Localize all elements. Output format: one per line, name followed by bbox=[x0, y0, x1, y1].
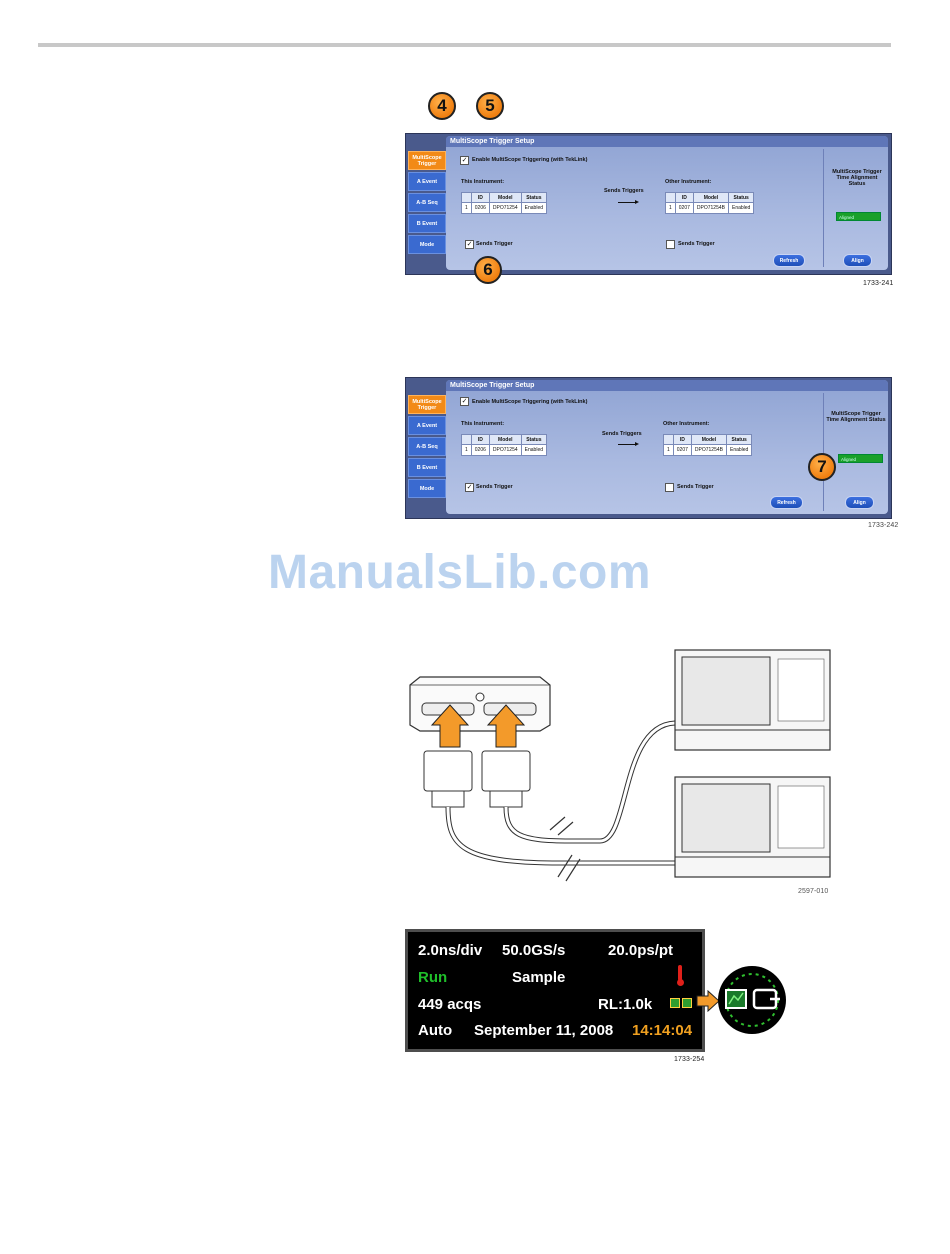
right-arrow-icon bbox=[618, 442, 639, 446]
align-button[interactable]: Align bbox=[843, 254, 872, 267]
tab-multiscope-trigger[interactable]: MultiScope Trigger bbox=[408, 395, 446, 414]
panel-title: MultiScope Trigger Setup bbox=[446, 136, 888, 147]
sends-trigger-checkbox-right[interactable] bbox=[666, 240, 675, 249]
sends-trigger-label-left: Sends Trigger bbox=[476, 241, 513, 247]
tab-a-event[interactable]: A Event bbox=[408, 172, 446, 191]
sample-rate: 50.0GS/s bbox=[502, 942, 566, 959]
refresh-button[interactable]: Refresh bbox=[770, 496, 803, 509]
diagram-id: 2597-010 bbox=[798, 888, 829, 895]
sends-trigger-checkbox-left[interactable]: ✓ bbox=[465, 483, 474, 492]
col-model: Model bbox=[488, 192, 522, 203]
sends-triggers-label: Sends Triggers bbox=[602, 431, 642, 437]
sends-trigger-label-right: Sends Trigger bbox=[678, 241, 715, 247]
tab-mode[interactable]: Mode bbox=[408, 235, 446, 254]
align-button[interactable]: Align bbox=[845, 496, 874, 509]
sends-trigger-checkbox-right[interactable] bbox=[665, 483, 674, 492]
oscilloscope-illustration bbox=[674, 776, 831, 878]
callout-7: 7 bbox=[808, 453, 836, 481]
multiscope-status-icon bbox=[670, 998, 692, 1008]
time: 14:14:04 bbox=[632, 1022, 693, 1039]
alignment-status-title: MultiScope Trigger Time Alignment Status bbox=[832, 169, 882, 187]
enable-checkbox[interactable]: ✓ bbox=[460, 156, 469, 165]
divider bbox=[823, 149, 824, 267]
panel-title: MultiScope Trigger Setup bbox=[446, 380, 888, 391]
record-length: RL:1.0k bbox=[598, 996, 653, 1013]
tab-multiscope-trigger[interactable]: MultiScope Trigger bbox=[408, 151, 446, 170]
trigger-mode: Auto bbox=[418, 1022, 453, 1039]
callout-6: 6 bbox=[474, 256, 502, 284]
col-id: ID bbox=[470, 192, 490, 203]
tab-a-b-seq[interactable]: A-B Seq bbox=[408, 193, 446, 212]
multiscope-setup-panel-2: MultiScope Trigger A Event A-B Seq B Eve… bbox=[405, 377, 892, 519]
date: September 11, 2008 bbox=[474, 1022, 614, 1039]
zoomed-status-icon bbox=[718, 966, 786, 1034]
figure-id-1: 1733-241 bbox=[863, 280, 894, 287]
enable-checkbox[interactable]: ✓ bbox=[460, 397, 469, 406]
tab-a-event[interactable]: A Event bbox=[408, 416, 446, 435]
tab-mode[interactable]: Mode bbox=[408, 479, 446, 498]
sends-triggers-label: Sends Triggers bbox=[604, 188, 644, 194]
timebase: 2.0ns/div bbox=[418, 942, 483, 959]
sends-trigger-label-left: Sends Trigger bbox=[476, 484, 513, 490]
alignment-status-value: Aligned bbox=[836, 212, 881, 221]
readout-figure-id: 1733-254 bbox=[674, 1056, 705, 1063]
alignment-status-title: MultiScope Trigger Time Alignment Status bbox=[826, 411, 886, 423]
refresh-button[interactable]: Refresh bbox=[773, 254, 805, 267]
callout-5: 5 bbox=[476, 92, 504, 120]
run-state: Run bbox=[418, 969, 448, 986]
figure-id-2: 1733-242 bbox=[868, 522, 899, 529]
alignment-status-value: Aligned bbox=[838, 454, 883, 463]
side-tabs: MultiScope Trigger A Event A-B Seq B Eve… bbox=[408, 148, 446, 256]
sends-trigger-checkbox-left[interactable]: ✓ bbox=[465, 240, 474, 249]
tab-b-event[interactable]: B Event bbox=[408, 458, 446, 477]
enable-label: Enable MultiScope Triggering (with TekLi… bbox=[472, 157, 588, 163]
acquisition-readout: 2.0ns/div 50.0GS/s 20.0ps/pt Run Sample … bbox=[405, 929, 705, 1052]
other-instrument-label: Other Instrument: bbox=[663, 421, 710, 427]
multiscope-setup-panel-1: MultiScope Trigger A Event A-B Seq B Eve… bbox=[405, 133, 892, 275]
callout-4: 4 bbox=[428, 92, 456, 120]
multiscope-zoom-icon bbox=[725, 973, 780, 1027]
oscilloscope-illustration bbox=[674, 649, 831, 751]
watermark: ManualsLib.com bbox=[268, 546, 652, 599]
acquisition-count: 449 acqs bbox=[418, 996, 482, 1013]
this-instrument-label: This Instrument: bbox=[461, 179, 505, 185]
side-tabs: MultiScope Trigger A Event A-B Seq B Eve… bbox=[408, 392, 446, 500]
thermometer-icon bbox=[677, 965, 684, 987]
time-per-point: 20.0ps/pt bbox=[608, 942, 674, 959]
arrow-up-icon bbox=[430, 704, 470, 748]
tab-b-event[interactable]: B Event bbox=[408, 214, 446, 233]
enable-label: Enable MultiScope Triggering (with TekLi… bbox=[472, 399, 588, 405]
header-rule bbox=[38, 43, 891, 47]
acquisition-mode: Sample bbox=[512, 969, 566, 986]
this-instrument-label: This Instrument: bbox=[461, 421, 505, 427]
col-status: Status bbox=[520, 192, 548, 203]
arrow-right-icon bbox=[696, 990, 720, 1012]
sends-trigger-label-right: Sends Trigger bbox=[677, 484, 714, 490]
other-instrument-label: Other Instrument: bbox=[665, 179, 712, 185]
setup-main: MultiScope Trigger Setup ✓ Enable MultiS… bbox=[446, 380, 888, 514]
teklink-hub-illustration bbox=[409, 676, 551, 732]
setup-main: MultiScope Trigger Setup ✓ Enable MultiS… bbox=[446, 136, 888, 270]
teklink-connection-diagram bbox=[409, 649, 831, 882]
arrow-up-icon bbox=[486, 704, 526, 748]
tab-a-b-seq[interactable]: A-B Seq bbox=[408, 437, 446, 456]
divider bbox=[823, 393, 824, 511]
right-arrow-icon bbox=[618, 200, 639, 204]
